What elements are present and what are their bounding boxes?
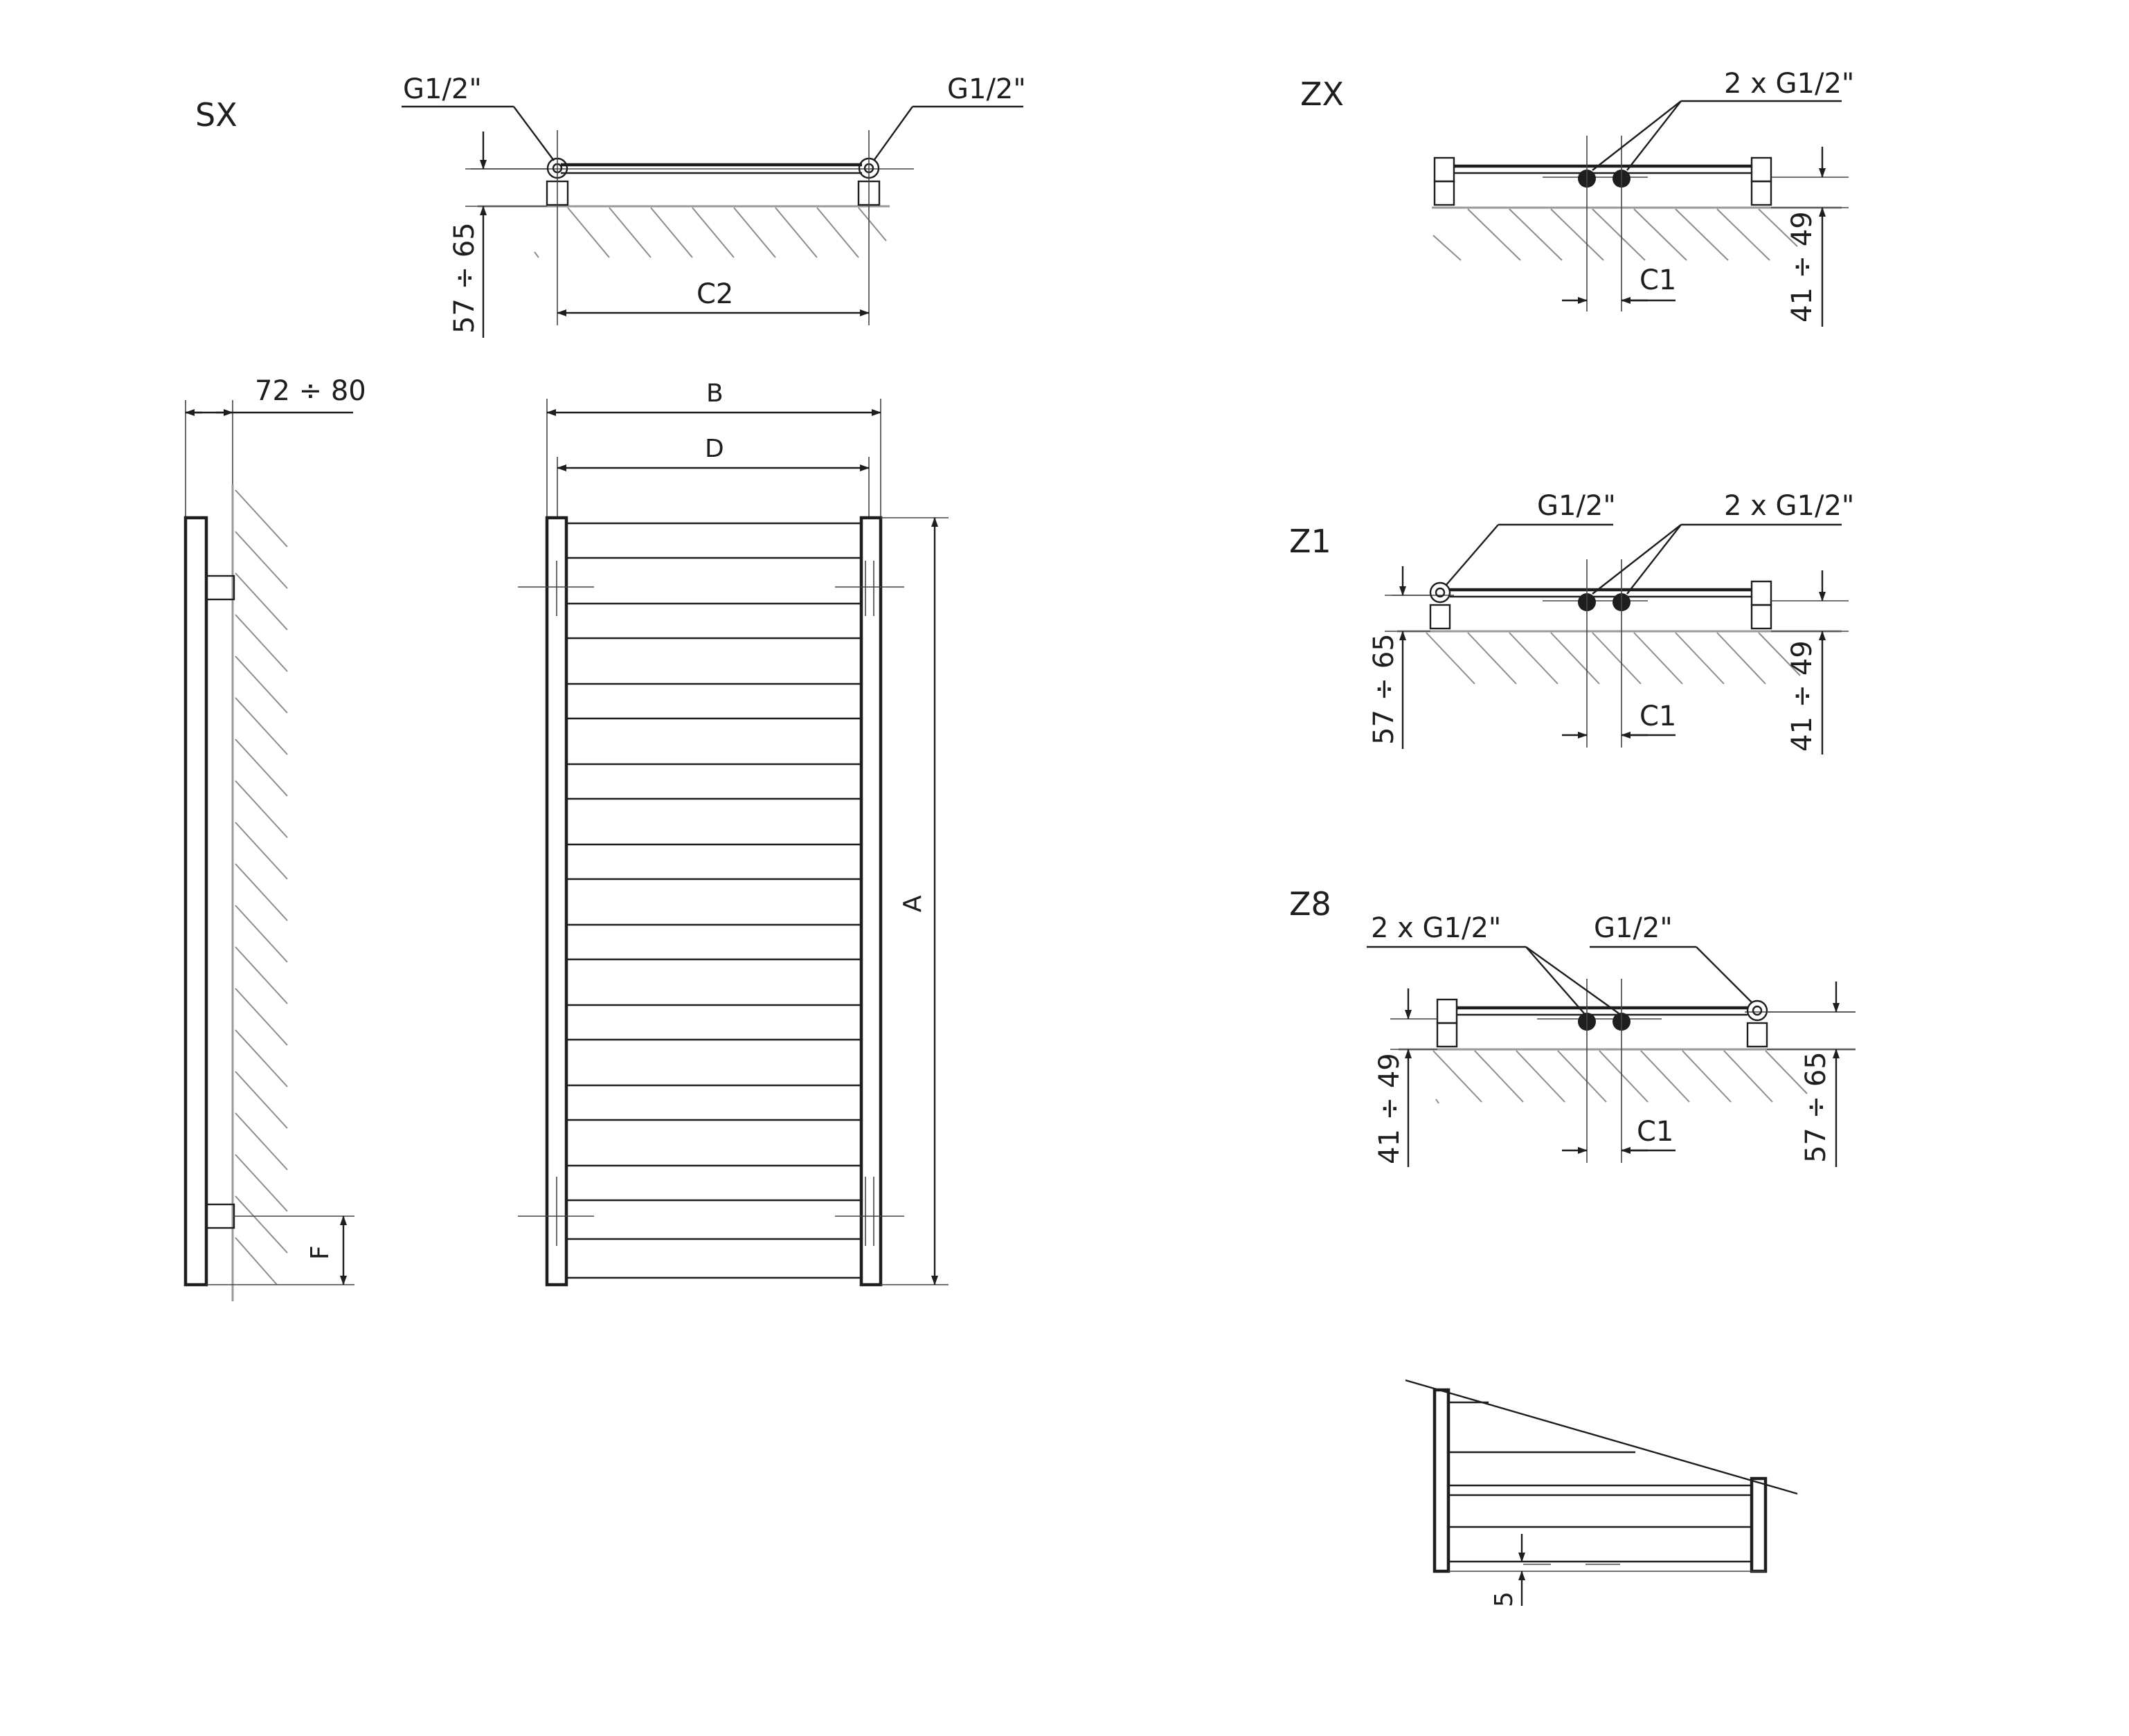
z1-wall-hatch [1426, 632, 1801, 685]
sx-view-label: SX [195, 96, 237, 134]
z1-connection-single [1429, 581, 1451, 604]
side-bottom-conn-label: F [306, 1245, 334, 1260]
front-width-d-label: D [705, 435, 724, 463]
side-bracket-bottom [205, 1203, 235, 1229]
bottom-left-column [1432, 1388, 1450, 1573]
front-right-column [859, 516, 883, 1287]
zx-wall-distance-label: 41 ÷ 49 [1786, 211, 1818, 323]
z8-wall-hatch [1432, 1050, 1808, 1104]
bottom-bars [1448, 1401, 1752, 1563]
side-bracket-top [205, 575, 235, 601]
zx-view-label: ZX [1300, 75, 1344, 113]
z8-connection-single [1746, 1000, 1768, 1022]
bottom-detail-view: 5 [1405, 1379, 1798, 1607]
z1-wall-distance-right-label: 41 ÷ 49 [1786, 640, 1818, 752]
front-height-label: A [899, 895, 927, 912]
z1-view: Z1 G1/2" 2 x G1/2" [1289, 490, 1854, 754]
side-radiator-profile [183, 516, 208, 1287]
z8-wall-distance-right-label: 57 ÷ 65 [1800, 1051, 1832, 1163]
zx-spacing-label: C1 [1640, 264, 1676, 296]
z8-conn-single-label: G1/2" [1594, 912, 1673, 944]
z1-conn-single-label: G1/2" [1537, 490, 1616, 522]
sx-wall-distance-label: 57 ÷ 65 [449, 222, 480, 334]
zx-wall-hatch [1432, 208, 1798, 261]
z8-view-label: Z8 [1289, 885, 1331, 923]
sx-conn-right-label: G1/2" [947, 73, 1026, 105]
sx-conn-left-label: G1/2" [403, 73, 482, 105]
z1-view-label: Z1 [1289, 523, 1331, 560]
z8-spacing-label: C1 [1637, 1116, 1673, 1148]
z8-view: Z8 2 x G1/2" G1/2" [1289, 885, 1856, 1167]
z8-wall-distance-left-label: 41 ÷ 49 [1374, 1053, 1405, 1164]
front-view: B D [518, 379, 949, 1287]
z1-wall-distance-left-label: 57 ÷ 65 [1368, 633, 1400, 745]
side-wall-hatch [235, 489, 288, 1285]
zx-conn-label: 2 x G1/2" [1724, 68, 1854, 100]
z8-conn-double-label: 2 x G1/2" [1371, 912, 1501, 944]
zx-view: ZX 2 x G1/2" C1 [1300, 68, 1854, 327]
bottom-right-column [1750, 1476, 1768, 1573]
front-bars [566, 522, 861, 1279]
front-width-b-label: B [706, 379, 724, 408]
side-view: 72 ÷ 80 [183, 375, 366, 1301]
z1-conn-double-label: 2 x G1/2" [1724, 490, 1854, 522]
sx-spacing-label: C2 [697, 278, 733, 310]
side-depth-label: 72 ÷ 80 [255, 375, 366, 407]
sx-top-view: SX G1/2" G1/2" [195, 73, 1026, 338]
sx-wall-hatch [534, 207, 887, 258]
z1-spacing-label: C1 [1640, 700, 1676, 732]
front-left-column [545, 516, 568, 1287]
bottom-gap-label: 5 [1490, 1591, 1518, 1607]
front-mount-crosses [518, 561, 904, 1246]
